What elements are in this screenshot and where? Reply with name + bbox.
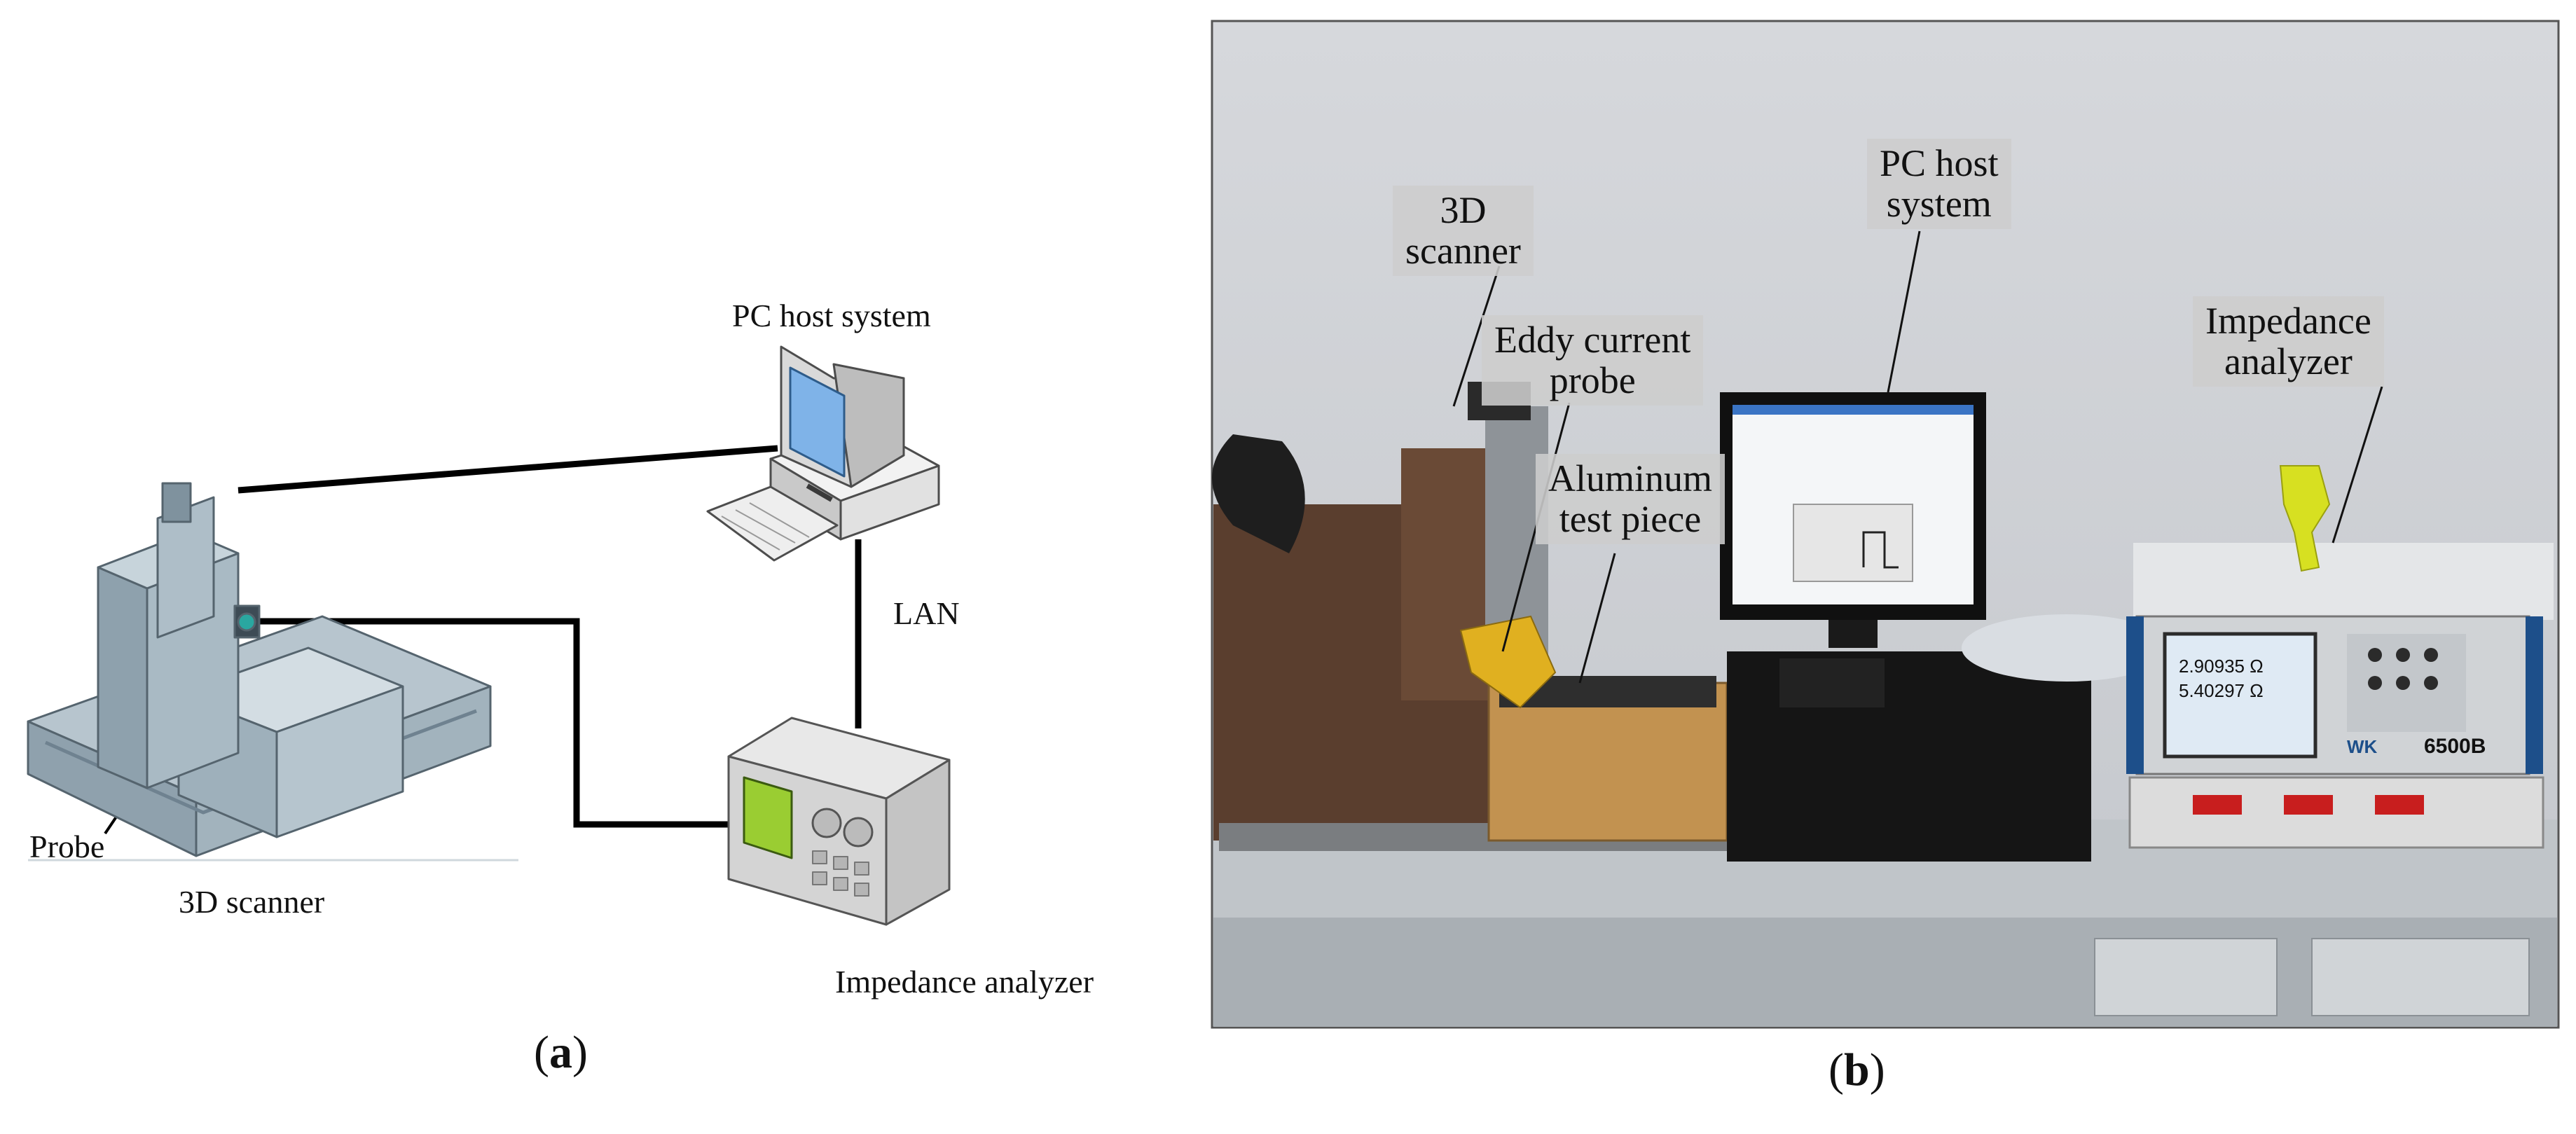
- caption-a: (a): [534, 1027, 588, 1078]
- label-impedance-analyzer: Impedance analyzer: [835, 964, 1094, 1000]
- analyzer-illustration: [727, 717, 951, 926]
- analyzer-handle-right: [2526, 616, 2543, 774]
- analyzer-brand: WK: [2347, 736, 2378, 757]
- scanner-column-front: [97, 566, 149, 789]
- schematic-drawing: [27, 345, 951, 926]
- bench-drawer-1: [2094, 938, 2278, 1016]
- photo-leader-lines: [1452, 230, 2383, 684]
- pc-window-bar: [1733, 405, 1974, 415]
- power-supply-leds: [2193, 795, 2424, 815]
- display-line-2: 5.40297 Ω: [2179, 680, 2264, 701]
- panel-b-photo: 2.90935 Ω 5.40297 Ω WK 6500B 3D scanner …: [1191, 0, 2576, 1134]
- wire-probe-to-analyzer: [245, 618, 732, 828]
- photo-label-eddy-probe: Eddy current probe: [1482, 315, 1704, 406]
- photo-label-scanner-text: 3D scanner: [1405, 189, 1521, 272]
- analyzer-screen: [743, 776, 793, 859]
- analyzer-keys: [2368, 648, 2438, 690]
- label-lan: LAN: [893, 595, 960, 631]
- keyboard-keys: [721, 502, 810, 551]
- mouse-pad: [1779, 658, 1885, 707]
- scanner-block-side: [275, 685, 404, 838]
- wood-block: [1487, 682, 1728, 842]
- pc-waveform: [1862, 531, 1899, 569]
- monitor-back: [832, 363, 905, 488]
- analyzer-cover: [2133, 543, 2554, 620]
- display-line-1: 2.90935 Ω: [2179, 656, 2264, 677]
- monitor-screen: [789, 366, 846, 478]
- yellow-probe-arm: [1459, 615, 1557, 709]
- pc-window-dialog: [1793, 504, 1913, 582]
- label-3d-scanner: 3D scanner: [179, 884, 325, 920]
- leader-scanner: [1452, 265, 1501, 407]
- photo-label-pc-host-text: PC host system: [1880, 142, 1999, 226]
- photo-label-test-piece: Aluminum test piece: [1536, 454, 1726, 544]
- analyzer-model: 6500B: [2424, 735, 2486, 758]
- analyzer-display: [2163, 632, 2317, 759]
- plastic-bag: [1962, 614, 2172, 682]
- pc-drive-slot: [806, 483, 833, 502]
- scanner-z-carriage: [156, 496, 215, 639]
- yellow-holder: [2279, 465, 2331, 572]
- wire-scanner-to-pc: [237, 445, 778, 494]
- photo-label-analyzer: Impedance analyzer: [2193, 296, 2384, 387]
- photo-label-pc-host: PC host system: [1867, 139, 2011, 229]
- label-pc-host: PC host system: [732, 298, 931, 333]
- keyboard: [706, 485, 839, 562]
- leader-pc-host: [1887, 230, 1921, 393]
- pc-illustration: [706, 345, 940, 562]
- photo-label-eddy-probe-text: Eddy current probe: [1494, 319, 1691, 402]
- cable-chain: [1212, 434, 1305, 553]
- leader-analyzer: [2332, 386, 2383, 544]
- probe-head: [237, 612, 256, 632]
- power-supply: [2128, 776, 2544, 849]
- scanner-illustration: [27, 482, 492, 857]
- analyzer-keypad: [812, 850, 869, 897]
- photo-label-test-piece-text: Aluminum test piece: [1548, 457, 1713, 541]
- label-probe: Probe: [29, 829, 105, 864]
- analyzer-handle-left: [2126, 616, 2144, 774]
- pc-tower-side: [839, 464, 940, 541]
- panel-a-schematic: PC host system LAN Probe 3D scanner Impe…: [0, 0, 1191, 1134]
- scanner-motor: [161, 482, 192, 523]
- photo-label-analyzer-text: Impedance analyzer: [2205, 300, 2371, 383]
- analyzer-knob-1: [811, 808, 842, 838]
- bench-drawer-2: [2311, 938, 2530, 1016]
- analyzer-knob-2: [843, 817, 874, 848]
- pc-monitor-stand: [1828, 620, 1878, 648]
- connection-wires: [237, 445, 862, 828]
- leader-test-piece: [1578, 553, 1616, 684]
- photo-label-scanner: 3D scanner: [1393, 186, 1534, 276]
- caption-b: (b): [1828, 1044, 1885, 1095]
